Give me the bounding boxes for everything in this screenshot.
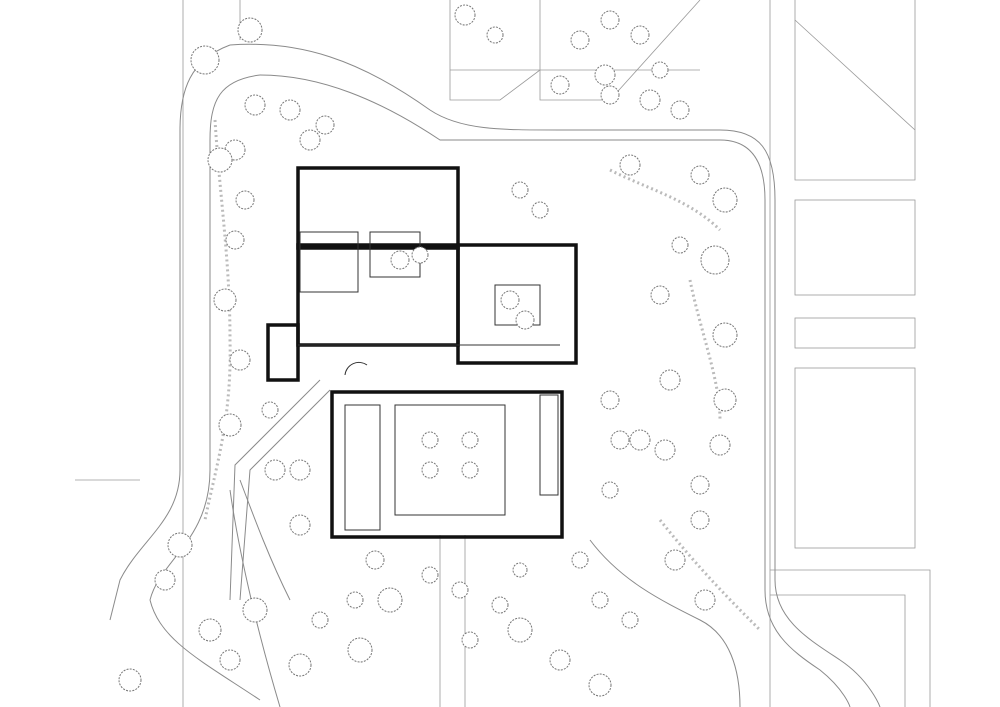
tree-icon [390, 250, 410, 270]
tree-icon [630, 25, 650, 45]
tree-icon [289, 459, 311, 481]
tree-icon [550, 75, 570, 95]
restrooms [266, 323, 300, 382]
tree-icon [600, 85, 620, 105]
tree-icon [651, 61, 669, 79]
tree-icon [700, 245, 730, 275]
tree-icon [347, 637, 373, 663]
tree-icon [421, 566, 439, 584]
tree-icon [288, 653, 312, 677]
tree-icon [421, 461, 439, 479]
main-walk [439, 535, 466, 707]
tree-icon [507, 617, 533, 643]
tree-icon [242, 597, 268, 623]
tree-icon [650, 285, 670, 305]
tree-icon [512, 562, 528, 578]
building [266, 166, 578, 539]
tree-icon [664, 549, 686, 571]
tree-icon [515, 310, 535, 330]
tree-icon [486, 26, 504, 44]
auditorium-wing [296, 243, 460, 347]
tree-icon [235, 190, 255, 210]
tree-icon [591, 591, 609, 609]
tree-icon [207, 147, 233, 173]
tree-icon [629, 429, 651, 451]
tree-icon [709, 434, 731, 456]
tree-icon [600, 390, 620, 410]
tree-icon [531, 201, 549, 219]
tree-icon [690, 165, 710, 185]
tree-icon [315, 115, 335, 135]
tree-icon [311, 611, 329, 629]
tree-icon [610, 430, 630, 450]
tree-icon [451, 581, 469, 599]
tree-icon [619, 154, 641, 176]
tree-icon [219, 649, 241, 671]
tree-icon [218, 413, 242, 437]
tree-icon [190, 45, 220, 75]
tree-icon [588, 673, 612, 697]
tree-icon [500, 290, 520, 310]
tree-icon [365, 550, 385, 570]
tree-icon [264, 459, 286, 481]
tree-icon [690, 475, 710, 495]
tree-icon [621, 611, 639, 629]
trees [118, 4, 738, 697]
tree-icon [671, 236, 689, 254]
tree-icon [654, 439, 676, 461]
tree-icon [118, 668, 142, 692]
tree-icon [461, 461, 479, 479]
tree-icon [454, 4, 476, 26]
tree-icon [261, 401, 279, 419]
tree-icon [594, 64, 616, 86]
tree-icon [213, 288, 237, 312]
tree-icon [570, 30, 590, 50]
tree-icon [244, 94, 266, 116]
tree-icon [694, 589, 716, 611]
tree-icon [198, 618, 222, 642]
tree-icon [421, 431, 439, 449]
tree-icon [237, 17, 263, 43]
tree-icon [659, 369, 681, 391]
tree-icon [461, 431, 479, 449]
north-wing [296, 166, 460, 250]
tree-icon [461, 631, 479, 649]
tree-icon [229, 349, 251, 371]
tree-icon [225, 230, 245, 250]
roads [109, 43, 881, 707]
tree-icon [279, 99, 301, 121]
tree-icon [601, 481, 619, 499]
tree-icon [690, 510, 710, 530]
tree-icon [670, 100, 690, 120]
tree-icon [713, 388, 737, 412]
tree-icon [712, 187, 738, 213]
south-cloister [330, 390, 564, 539]
tree-icon [167, 532, 193, 558]
paths-dotted [203, 119, 762, 632]
tree-icon [600, 10, 620, 30]
tree-icon [346, 591, 364, 609]
tree-icon [549, 649, 571, 671]
tree-icon [571, 551, 589, 569]
tree-icon [299, 129, 321, 151]
tree-icon [289, 514, 311, 536]
tree-icon [712, 322, 738, 348]
tree-icon [511, 181, 529, 199]
tree-icon [377, 587, 403, 613]
tree-icon [154, 569, 176, 591]
tree-icon [411, 246, 429, 264]
tree-icon [639, 89, 661, 111]
tree-icon [491, 596, 509, 614]
east-court-wing [456, 243, 578, 365]
